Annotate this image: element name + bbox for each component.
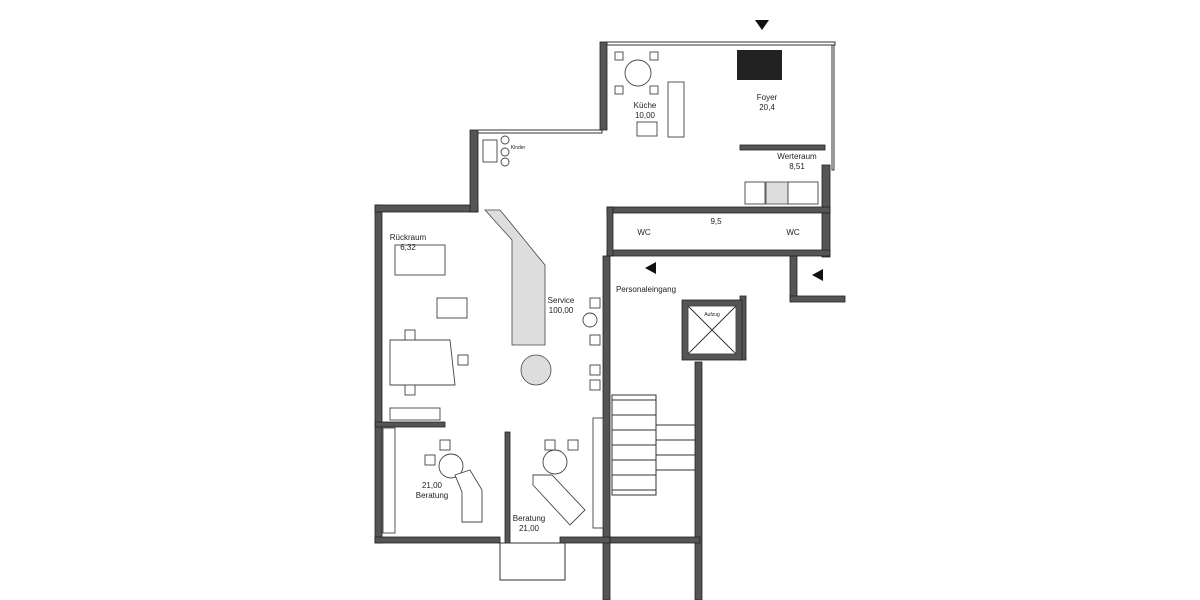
room-area-service: 100,00 [549,306,574,315]
entrance-arrow-icon [812,269,823,281]
entrance-arrow-icon [755,20,769,30]
room-name-rueckraum: Rückraum [390,233,427,242]
label-personaleingang: Personaleingang [616,285,676,294]
room-area-beratung-left: 21,00 [422,481,443,490]
label-kinder: Kinder [511,145,526,151]
room-area-kueche: 10,00 [635,111,656,120]
furniture [382,50,819,534]
room-area-rueckraum: 6,32 [400,243,416,252]
label-aufzug: Aufzug [704,312,720,318]
room-name-wc-right: WC [786,228,800,237]
room-area-werteraum: 8,51 [789,162,805,171]
room-name-kueche: Küche [634,101,657,110]
walls [374,41,846,600]
room-name-service: Service [548,296,575,305]
room-area-beratung-right: 21,00 [519,524,540,533]
room-area-foyer: 20,4 [759,103,775,112]
room-name-foyer: Foyer [757,93,778,102]
room-area-flur: 9,5 [710,217,722,226]
entrance-arrow-icon [645,262,656,274]
room-name-wc-left: WC [637,228,651,237]
room-name-werteraum: Werteraum [777,152,817,161]
room-name-beratung-right: Beratung [513,514,545,523]
room-name-beratung-left: Beratung [416,491,448,500]
